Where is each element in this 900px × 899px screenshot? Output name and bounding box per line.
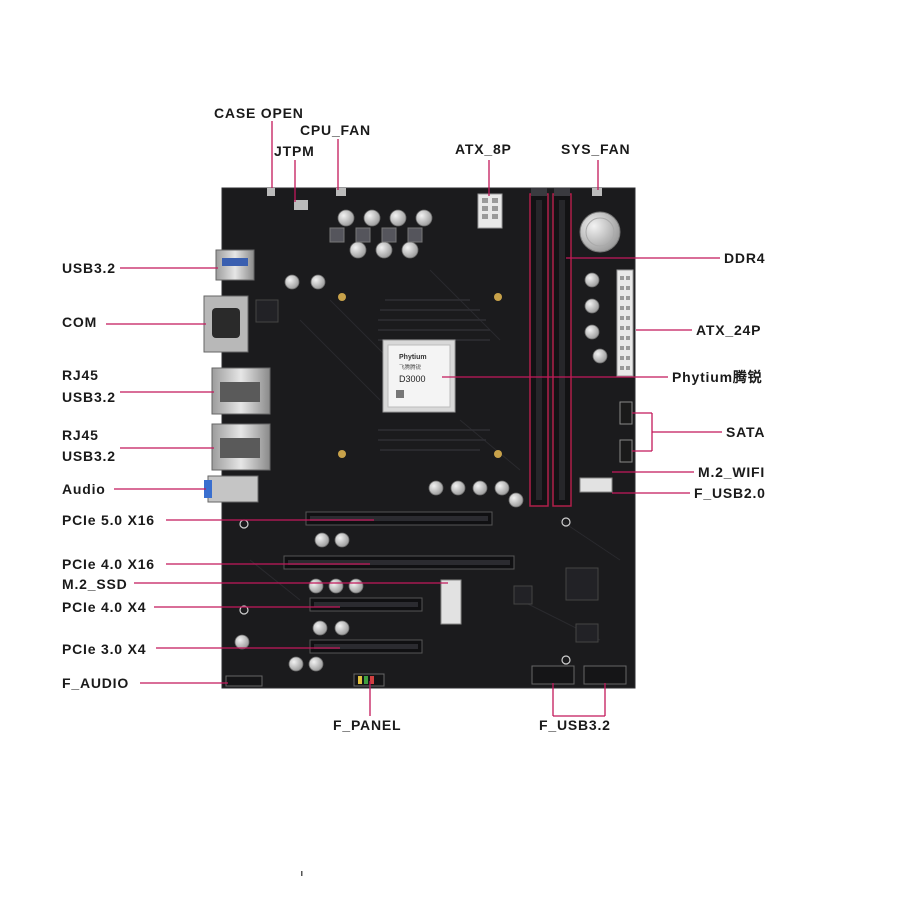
label-jtpm: JTPM xyxy=(274,143,315,159)
chip-brand-cn: 飞腾腾锐 xyxy=(399,363,422,371)
label-audio: Audio xyxy=(62,481,106,497)
m2-wifi-slot xyxy=(579,477,613,493)
label-case-open: CASE OPEN xyxy=(214,105,304,121)
label-sys-fan: SYS_FAN xyxy=(561,141,631,157)
label-phytium: Phytium腾锐 xyxy=(672,369,763,385)
label-rj45-2: RJ45 xyxy=(62,427,99,443)
ddr4-slots xyxy=(529,188,572,507)
label-atx-24p: ATX_24P xyxy=(696,322,762,338)
m2-ssd-slot xyxy=(440,579,462,625)
chip-model: D3000 xyxy=(399,374,426,384)
label-f-usb32: F_USB3.2 xyxy=(539,717,611,733)
label-m2-ssd: M.2_SSD xyxy=(62,576,128,592)
label-pcie40-x16: PCIe 4.0 X16 xyxy=(62,556,155,572)
label-sata: SATA xyxy=(726,424,766,440)
label-atx-8p: ATX_8P xyxy=(455,141,512,157)
pcb xyxy=(222,188,635,688)
label-ddr4: DDR4 xyxy=(724,250,766,266)
leader-lines xyxy=(106,121,722,717)
label-pcie40-x4: PCIe 4.0 X4 xyxy=(62,599,147,615)
label-m2-wifi: M.2_WIFI xyxy=(698,464,766,480)
label-usb32-rear: USB3.2 xyxy=(62,260,116,276)
label-com: COM xyxy=(62,314,98,330)
label-pcie50-x16: PCIe 5.0 X16 xyxy=(62,512,155,528)
label-f-audio: F_AUDIO xyxy=(62,675,130,691)
chip-brand: Phytium xyxy=(399,354,427,361)
label-f-usb20: F_USB2.0 xyxy=(694,485,766,501)
capacitors xyxy=(234,209,608,672)
label-pcie30-x4: PCIe 3.0 X4 xyxy=(62,641,147,657)
label-rj45-1-usb: USB3.2 xyxy=(62,389,116,405)
rear-io xyxy=(203,249,271,503)
atx-24p-connector xyxy=(616,269,634,377)
label-f-panel: F_PANEL xyxy=(333,717,402,733)
mounting-holes xyxy=(338,293,502,458)
label-rj45-2-usb: USB3.2 xyxy=(62,448,116,464)
atx-8p-connector xyxy=(477,193,503,229)
pcie-slots xyxy=(283,511,515,654)
label-rj45-1: RJ45 xyxy=(62,367,99,383)
bottom-headers xyxy=(225,665,627,687)
label-cpu-fan: CPU_FAN xyxy=(300,122,371,138)
sata-ports xyxy=(619,401,633,463)
